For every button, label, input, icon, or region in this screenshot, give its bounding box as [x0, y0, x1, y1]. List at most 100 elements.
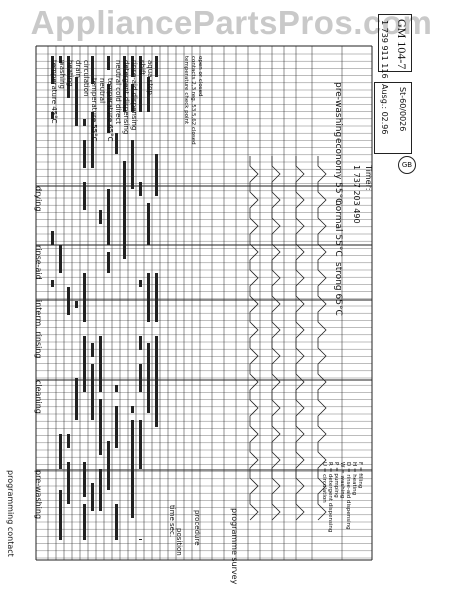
contact-bar: [83, 273, 86, 322]
contact-bar: [139, 56, 142, 112]
doc-code: GM 104-7: [395, 19, 409, 70]
contact-bar: [99, 469, 102, 511]
legend-item: R = detergent dispensing: [327, 462, 333, 533]
survey-programme-1: pre-washing: [333, 82, 343, 138]
contact-bar: [139, 280, 142, 287]
contact-bar: [107, 252, 110, 273]
contact-bar: [123, 91, 126, 112]
edition-date: Ausg.: 02.96: [380, 84, 389, 135]
contact-function-2: washing: [58, 60, 66, 89]
contact-bar: [131, 84, 134, 112]
contact-function-12: shift: [138, 60, 146, 76]
contact-bar: [91, 364, 94, 420]
phase-drying: drying: [34, 186, 43, 212]
contact-bar: [83, 140, 86, 168]
region-mark-label: GB: [401, 161, 413, 169]
contact-function-5: circulation: [82, 60, 90, 97]
programme-wave-2: [271, 156, 281, 521]
time-label: time sec.: [168, 505, 176, 538]
contact-bar: [59, 448, 62, 469]
timer-label: Timer:: [364, 165, 373, 191]
reference-code: St-60/0026: [398, 87, 407, 132]
contact-bar: [107, 56, 110, 70]
contact-bar: [51, 280, 54, 287]
note-open-closed: open or closed: [197, 56, 203, 97]
contact-bar: [91, 343, 94, 357]
contact-function-8: temperature 65°C: [106, 78, 114, 142]
contact-bar: [83, 504, 86, 540]
legend-item: P = pumping: [333, 462, 339, 498]
legend: F = filling H = heating D = rinse-aid di…: [318, 462, 366, 532]
legend-item: U = circulation: [321, 462, 327, 503]
legend-item: F = filling: [357, 462, 363, 489]
legend-item: D = rinse-aid dispensing: [345, 462, 351, 530]
contact-bar: [67, 462, 70, 504]
contact-bar: [147, 203, 150, 245]
note-contacts: contacts 2,3 reg. 53.5,62 closed: [190, 56, 196, 145]
contact-bar: [155, 336, 158, 378]
contact-bar: [139, 539, 142, 540]
contact-bar: [83, 119, 86, 126]
contact-bar: [83, 462, 86, 497]
contact-bar: [51, 112, 54, 119]
watermark-logo: AppliancePartsPros.com: [30, 4, 433, 41]
contact-bar: [115, 385, 118, 392]
contact-bar: [91, 56, 94, 84]
contact-bar: [91, 112, 94, 168]
contact-bar: [147, 273, 150, 322]
contact-bar: [67, 56, 70, 98]
programme-wave-3: [295, 156, 305, 521]
contact-function-13: aqua stop: [146, 60, 154, 95]
contact-function-7: neutral: [98, 78, 106, 104]
contact-bar: [107, 441, 110, 490]
contact-bar: [147, 343, 150, 399]
contact-bar: [131, 406, 134, 413]
procedure-label: procedure: [193, 510, 201, 546]
programme-wave-1: [249, 156, 259, 521]
contact-function-4: drain: [74, 60, 82, 78]
contact-bar: [139, 336, 142, 350]
contact-bar: [139, 420, 142, 469]
programme-wave-4: [317, 156, 327, 521]
contact-bar: [67, 287, 70, 315]
part-number: 1 739 911 116: [380, 20, 389, 79]
contact-bar: [147, 77, 150, 112]
contact-bar: [131, 462, 134, 518]
contact-bar: [83, 336, 86, 392]
contact-bar: [115, 406, 118, 448]
phase-rinse-aid: rinse-aid: [34, 245, 43, 280]
contact-bar: [83, 182, 86, 210]
contact-bar: [75, 301, 78, 308]
contact-bar: [99, 336, 102, 392]
contact-bar: [139, 364, 142, 392]
contact-bar: [131, 56, 134, 77]
contact-bar: [59, 434, 62, 448]
contact-bar: [155, 154, 158, 196]
contact-function-6: temperature 55°C: [90, 78, 98, 142]
survey-title: programme survey: [230, 508, 239, 585]
contact-function-9: neutral cold direct: [114, 60, 122, 125]
contact-bar: [51, 56, 54, 84]
contact-function-1: temperature 45°C: [50, 60, 58, 124]
contact-bar: [155, 273, 158, 322]
contact-bar: [115, 504, 118, 540]
region-mark: GB: [398, 156, 416, 174]
phase-interm-rinsing: interm. rinsing: [34, 300, 43, 359]
contact-bar: [155, 56, 158, 77]
contact-bar: [139, 182, 142, 196]
survey-programme-2: economy 55°C: [333, 138, 343, 205]
note-temperature: temperature check point: [183, 56, 189, 125]
timer-number: 1 737 203 490: [352, 165, 361, 224]
contact-bar: [67, 434, 70, 448]
phase-pre-washing: pre-washing: [34, 470, 43, 520]
contact-bar: [107, 189, 110, 245]
position-label: position: [175, 528, 183, 556]
contact-function-3: heating: [66, 60, 74, 87]
contact-bar: [115, 133, 118, 154]
contact-bar: [147, 399, 150, 413]
contact-bar: [123, 56, 126, 91]
contact-bar: [155, 378, 158, 427]
contact-bar: [59, 56, 62, 63]
